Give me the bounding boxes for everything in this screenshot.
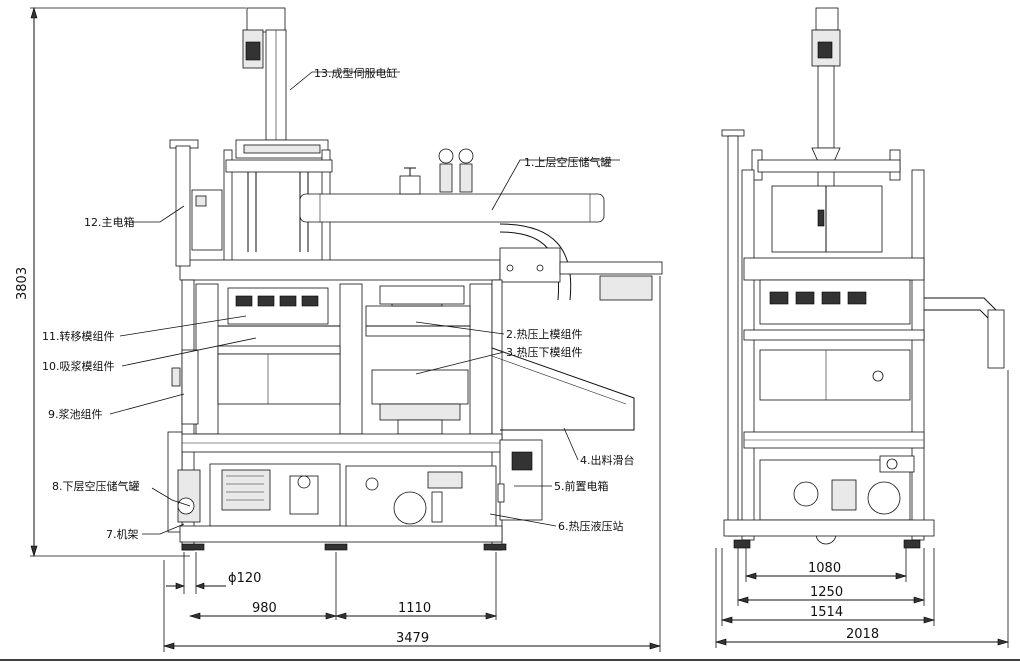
dim-2018: 2018 xyxy=(846,627,879,642)
dim-980: 980 xyxy=(252,601,277,616)
label-7: 7.机架 xyxy=(106,527,139,541)
frame-base xyxy=(179,525,503,543)
side-view xyxy=(721,7,1005,549)
label-10: 10.吸浆模组件 xyxy=(42,359,115,373)
servo-motor-head xyxy=(246,7,286,33)
dim-1080: 1080 xyxy=(808,561,841,576)
label-11: 11.转移模组件 xyxy=(42,329,115,343)
dim-1110: 1110 xyxy=(398,601,431,616)
label-1: 1.上层空压储气罐 xyxy=(524,155,612,169)
label-13: 13.成型伺服电缸 xyxy=(314,66,398,80)
slurry-tank xyxy=(217,353,341,405)
label-2: 2.热压上模组件 xyxy=(506,327,583,341)
label-6: 6.热压液压站 xyxy=(558,519,624,533)
dim-1514: 1514 xyxy=(810,605,843,620)
dim-1250: 1250 xyxy=(810,585,843,600)
side-upper-beam xyxy=(743,257,925,281)
dimensions: 3803 ϕ120 980 1110 3479 1080 xyxy=(15,6,1010,652)
label-4: 4.出料滑台 xyxy=(580,453,635,467)
upper-air-tank xyxy=(299,193,605,223)
upper-beam xyxy=(179,259,501,281)
label-9: 9.浆池组件 xyxy=(48,407,103,421)
dim-height: 3803 xyxy=(15,267,30,300)
dim-pipe: ϕ120 xyxy=(228,571,261,586)
front-view xyxy=(167,7,663,551)
label-5: 5.前置电箱 xyxy=(554,479,609,493)
label-12: 12.主电箱 xyxy=(84,215,135,229)
label-8: 8.下层空压储气罐 xyxy=(52,479,140,493)
label-3: 3.热压下模组件 xyxy=(506,345,583,359)
side-cylinder xyxy=(987,309,1005,369)
side-cabinet xyxy=(771,185,883,253)
hot-press-lower-mold xyxy=(371,369,469,405)
labels: 13.成型伺服电缸 1.上层空压储气罐 12.主电箱 11.转移模组件 10.吸… xyxy=(42,66,635,541)
hot-press-upper-mold xyxy=(365,305,471,337)
discharge-slide xyxy=(491,347,635,431)
dim-3479: 3479 xyxy=(396,631,429,646)
side-base xyxy=(723,519,935,537)
